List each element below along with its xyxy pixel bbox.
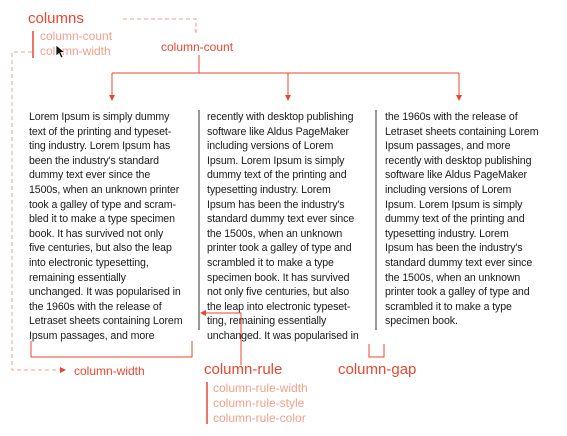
column-gap-label: column-gap [338, 361, 417, 378]
column-text-line: typesetting industry. Lorem [385, 227, 509, 240]
column-text-line: Ipsum. Lorem Ipsum is simply [207, 154, 345, 167]
column-text-line: been the industry's standard [29, 154, 159, 167]
column-rule-style-label: column-rule-style [213, 396, 305, 410]
column-text-line: ting industry. Lorem Ipsum has [29, 140, 171, 153]
column-text-line: software like Aldus PageMaker [385, 169, 527, 182]
column-text-line: text of the printing and typeset- [29, 125, 172, 138]
column-count-label: column-count [161, 40, 234, 54]
column-text-line: the leap into electronic typeset- [207, 300, 351, 313]
column-text-line: Ipsum. Lorem Ipsum is simply [385, 198, 523, 211]
column-text-line: the 1960s with the release of [385, 111, 518, 123]
column-text-line: software like Aldus PageMaker [207, 125, 349, 138]
column-text-line: unchanged. It was popularised in [29, 286, 181, 299]
column-text-line: the 1500s, when an unknown [207, 227, 343, 240]
column-count-dashed-connector [123, 18, 197, 33]
column-text-line: remaining essentially [29, 271, 126, 284]
column-width-bracket [30, 341, 193, 358]
column-text-line: standard dummy text ever since [207, 213, 355, 226]
column-text-line: printer took a galley of type and [207, 242, 352, 255]
column-rule-width-label: column-rule-width [213, 381, 308, 395]
column-text-line: Letraset sheets containing Lorem [29, 315, 183, 328]
column-width-sub-label: column-width [40, 44, 111, 58]
column-rule-color-label: column-rule-color [213, 411, 306, 425]
column-width-label: column-width [74, 364, 145, 378]
column-text-line: including versions of Lorem [207, 140, 334, 153]
column-text-line: standard dummy text ever since [385, 256, 533, 269]
arrow-left-icon [200, 310, 206, 316]
column-text-line: scrambled it to make a type [207, 256, 334, 269]
column-text-line: typesetting industry. Lorem [207, 183, 331, 196]
column-text-line: book. It has survived not only [29, 227, 164, 240]
column-text-line: Ipsum has been the industry's [385, 242, 523, 255]
column-text-line: ting, remaining essentially [207, 315, 327, 328]
column-count-sub-label: column-count [40, 29, 113, 43]
column-text-line: recently with desktop publishing [385, 154, 532, 167]
column-text-line: Letraset sheets containing Lorem [385, 125, 539, 138]
column-width-dashed-connector [11, 51, 60, 371]
column-text-line: the 1960s with the release of [29, 300, 162, 313]
column-text-line: took a galley of type and scram- [29, 198, 176, 211]
column-text-line: the 1500s, when an unknown [385, 271, 521, 284]
column-text-line: not only five centuries, but also [207, 286, 350, 299]
column-text-line: specimen book. [385, 315, 458, 328]
column-rule-connector [206, 312, 242, 365]
column-text-line: recently with desktop publishing [207, 111, 354, 123]
column-text-line: Lorem Ipsum is simply dummy [29, 111, 170, 123]
column-text-line: Ipsum passages, and more [385, 140, 511, 153]
column-text-line: printer took a galley of type and [385, 286, 530, 299]
pointer-cursor-icon [55, 44, 67, 59]
column-text-line: dummy text of the printing and [385, 213, 525, 226]
column-text-line: including versions of Lorem [385, 183, 512, 196]
text-column-3: the 1960s with the release of Letraset sh… [385, 110, 560, 329]
arrow-right-icon [60, 367, 66, 373]
column-text-line: dummy text ever since the [29, 169, 151, 182]
column-text-line: scrambled it to make a type [385, 300, 512, 313]
columns-heading: columns [28, 10, 84, 27]
column-text-line: five centuries, but also the leap [29, 242, 172, 255]
text-column-2: recently with desktop publishing software… [207, 110, 373, 344]
column-text-line: specimen book. It has survived [207, 271, 350, 284]
column-text-line: Ipsum has been the industry's [207, 198, 345, 211]
column-text-line: unchanged. It was popularised in [207, 329, 359, 342]
column-count-marker: * [194, 27, 198, 37]
column-text-line: dummy text of the printing and [207, 169, 347, 182]
column-text-line: Ipsum passages, and more [29, 329, 155, 342]
column-text-line: into electronic typesetting, [29, 256, 149, 269]
column-rule-label: column-rule [204, 361, 283, 378]
column-text-line: bled it to make a type specimen [29, 213, 175, 226]
text-column-1: Lorem Ipsum is simply dummy text of the p… [29, 110, 195, 344]
column-gap-bracket [368, 344, 385, 358]
column-text-line: 1500s, when an unknown printer [29, 183, 180, 196]
